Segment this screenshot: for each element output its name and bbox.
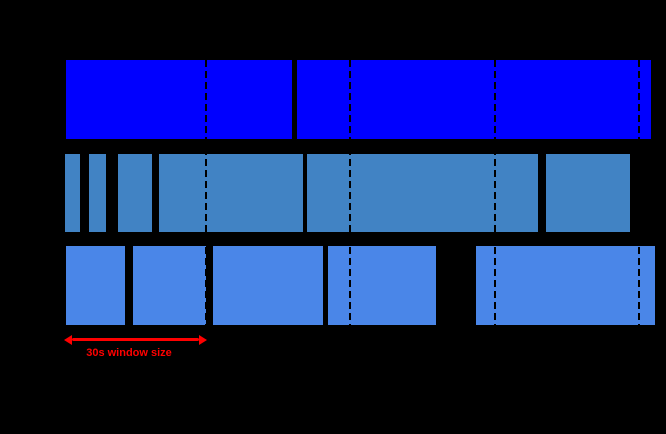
row-2-steel-blue-segment [89, 154, 106, 232]
window-size-arrow [72, 338, 199, 341]
row-2-steel-blue-segment [307, 154, 538, 232]
arrow-right-head-icon [199, 335, 207, 345]
window-boundary-line [349, 60, 351, 325]
window-boundary-line [638, 60, 640, 325]
row-3-cornflower-blue-segment [66, 246, 125, 325]
row-3-cornflower-blue-segment [328, 246, 436, 325]
row-2-steel-blue-segment [118, 154, 152, 232]
arrow-left-head-icon [64, 335, 72, 345]
row-2-steel-blue-segment [159, 154, 303, 232]
window-boundary-line [494, 60, 496, 325]
row-1-dark-blue-segment [297, 60, 651, 139]
row-3-cornflower-blue-segment [133, 246, 206, 325]
row-3-cornflower-blue-segment [213, 246, 323, 325]
row-3-cornflower-blue-segment [476, 246, 655, 325]
row-2-steel-blue-segment [546, 154, 630, 232]
row-2-steel-blue-segment [65, 154, 80, 232]
window-size-label: 30s window size [86, 347, 172, 359]
row-1-dark-blue-segment [66, 60, 292, 139]
window-boundary-line [205, 60, 207, 325]
